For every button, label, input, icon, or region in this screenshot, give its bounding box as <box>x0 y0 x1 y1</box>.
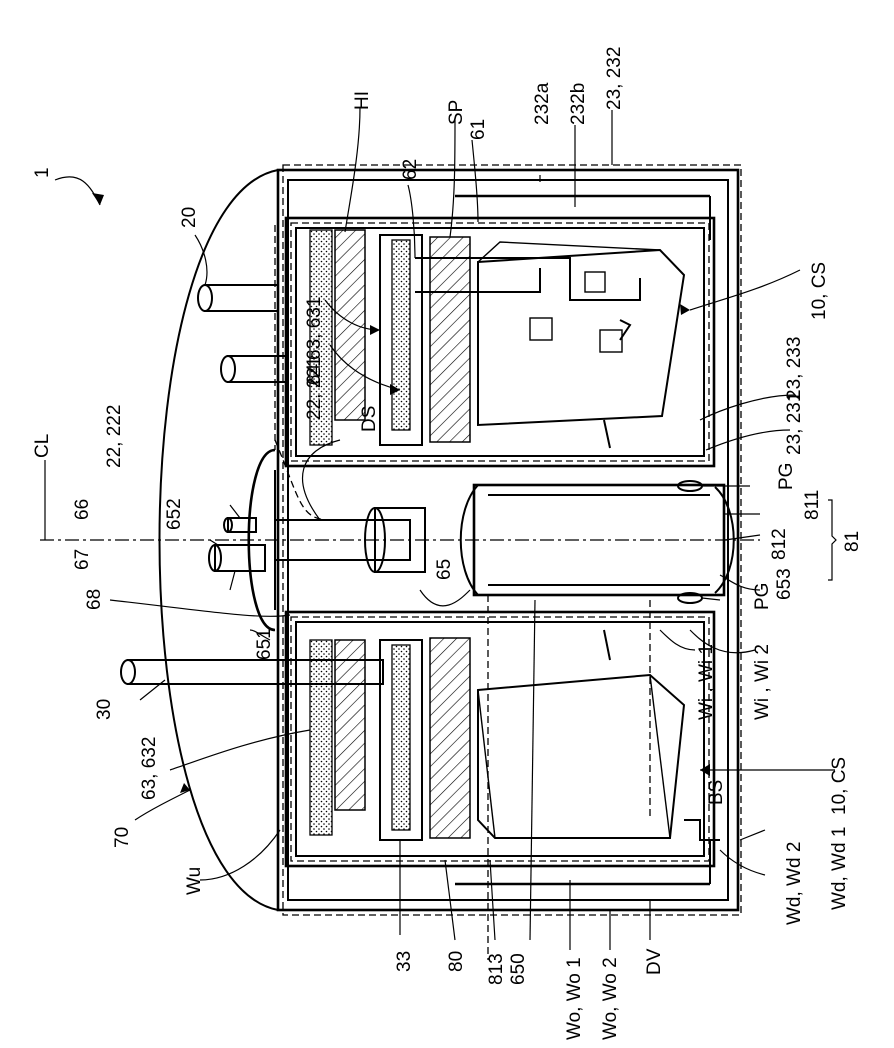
label-652: 652 <box>164 498 185 530</box>
label-66: 66 <box>72 499 93 520</box>
label-651: 651 <box>254 628 275 660</box>
window-3 <box>585 272 605 292</box>
label-67: 67 <box>72 549 93 570</box>
label-wi-wi2: Wi , Wi 2 <box>752 644 773 720</box>
label-wo-wo1: Wo, Wo 1 <box>564 957 585 1040</box>
label-hi: HI <box>352 91 373 110</box>
arrowhead-631 <box>370 325 380 335</box>
apparatus-cross-section <box>40 108 836 960</box>
label-232a: 232a <box>532 82 553 125</box>
label-23-232: 23, 232 <box>604 47 625 110</box>
label-wd-wd1: Wd, Wd 1 <box>829 827 850 910</box>
plate-SP-upper <box>430 237 470 442</box>
pin-67 <box>215 545 265 571</box>
label-811: 811 <box>802 490 823 520</box>
insulation-633 <box>392 240 410 430</box>
label-30: 30 <box>94 699 115 720</box>
label-wd-wd2: Wd, Wd 2 <box>784 842 805 925</box>
label-cl: CL <box>32 434 53 458</box>
label-65: 65 <box>434 559 455 580</box>
port-20 <box>205 285 278 311</box>
label-63-631: 63, 631 <box>304 297 325 360</box>
label-22-222: 22, 222 <box>104 405 125 468</box>
arrowhead-cs-upper <box>680 304 690 315</box>
heater-HI-upper <box>335 230 365 420</box>
label-wu: Wu <box>184 867 205 895</box>
label-bs: BS <box>706 780 727 805</box>
label-ds: DS <box>359 406 380 432</box>
plate-SP-lower <box>430 638 470 838</box>
label-23-233: 23, 233 <box>784 337 805 400</box>
label-81: 81 <box>842 531 863 552</box>
insulation-632 <box>310 640 332 835</box>
heater-HI-lower <box>335 640 365 810</box>
brace-81 <box>828 500 836 580</box>
label-wo-wo2: Wo, Wo 2 <box>600 957 621 1040</box>
label-812: 812 <box>769 528 790 560</box>
label-653: 653 <box>774 568 795 600</box>
label-23-231: 23, 231 <box>784 392 805 455</box>
window-2 <box>600 330 622 352</box>
label-10cs-bottom: 10, CS <box>829 757 850 815</box>
label-80: 80 <box>446 951 467 972</box>
label-pg-bottom: PG <box>752 583 773 610</box>
label-dv: DV <box>644 948 665 975</box>
arrowhead-1 <box>92 193 104 205</box>
label-650: 650 <box>508 953 529 985</box>
label-33: 33 <box>394 951 415 972</box>
label-68: 68 <box>84 589 105 610</box>
label-232b: 232b <box>568 83 589 125</box>
label-70: 70 <box>112 827 133 848</box>
container-CS-upper <box>478 250 684 425</box>
label-61: 61 <box>468 119 489 140</box>
label-sp: SP <box>446 100 467 125</box>
label-813: 813 <box>486 953 507 985</box>
label-20: 20 <box>179 207 200 228</box>
insulation-634 <box>392 645 410 830</box>
label-62: 62 <box>400 159 421 180</box>
label-wi-wi1: Wi , Wi 1 <box>696 644 717 720</box>
label-10cs-top: 10, CS <box>809 262 830 320</box>
window-1 <box>530 318 552 340</box>
label-64: 64 <box>304 363 325 385</box>
label-63-632: 63, 632 <box>139 737 160 800</box>
label-1: 1 <box>32 167 53 178</box>
label-pg-top: PG <box>776 463 797 490</box>
